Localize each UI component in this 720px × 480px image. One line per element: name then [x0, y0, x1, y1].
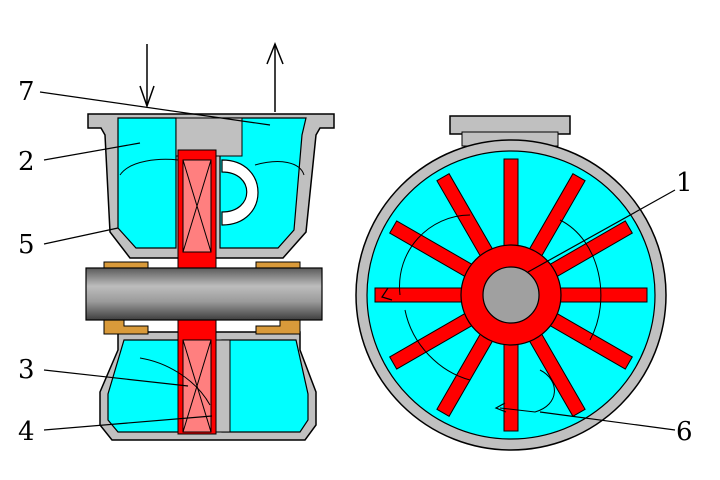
leader-4	[43, 415, 213, 431]
leader-2	[43, 142, 141, 161]
callout-5: 5	[18, 230, 35, 260]
flow-line	[254, 161, 305, 176]
side-view	[85, 41, 335, 441]
impeller-blade	[503, 340, 519, 432]
flow-line	[499, 369, 555, 413]
callout-4: 4	[18, 417, 35, 447]
leader-1	[527, 189, 676, 273]
front-view	[355, 115, 667, 451]
callout-3: 3	[18, 355, 35, 385]
flow-line	[139, 357, 211, 406]
front-flange	[449, 115, 571, 135]
shaft	[85, 267, 323, 321]
flow-line	[399, 214, 602, 381]
flow-arrow	[494, 402, 507, 413]
kidney-port	[221, 159, 259, 226]
leader-5	[43, 227, 119, 245]
leader-3	[43, 369, 189, 387]
impeller-blade	[374, 287, 466, 303]
lower-water-right	[221, 339, 309, 433]
shaft-section	[482, 266, 540, 324]
leader-lines	[39, 91, 676, 431]
leader-6	[539, 411, 676, 431]
callout-1: 1	[676, 168, 693, 198]
flow-arrow	[381, 287, 393, 301]
impeller-blade	[556, 287, 648, 303]
inlet-arrow	[139, 44, 155, 109]
lower-port-channel	[215, 339, 231, 433]
impeller-blade	[503, 158, 519, 250]
flow-line	[119, 158, 179, 176]
callout-7: 7	[18, 77, 35, 107]
leader-7	[39, 91, 271, 126]
outlet-arrow	[266, 41, 284, 112]
callout-6: 6	[676, 417, 693, 447]
upper-water-left	[117, 117, 177, 249]
callout-2: 2	[18, 147, 35, 177]
